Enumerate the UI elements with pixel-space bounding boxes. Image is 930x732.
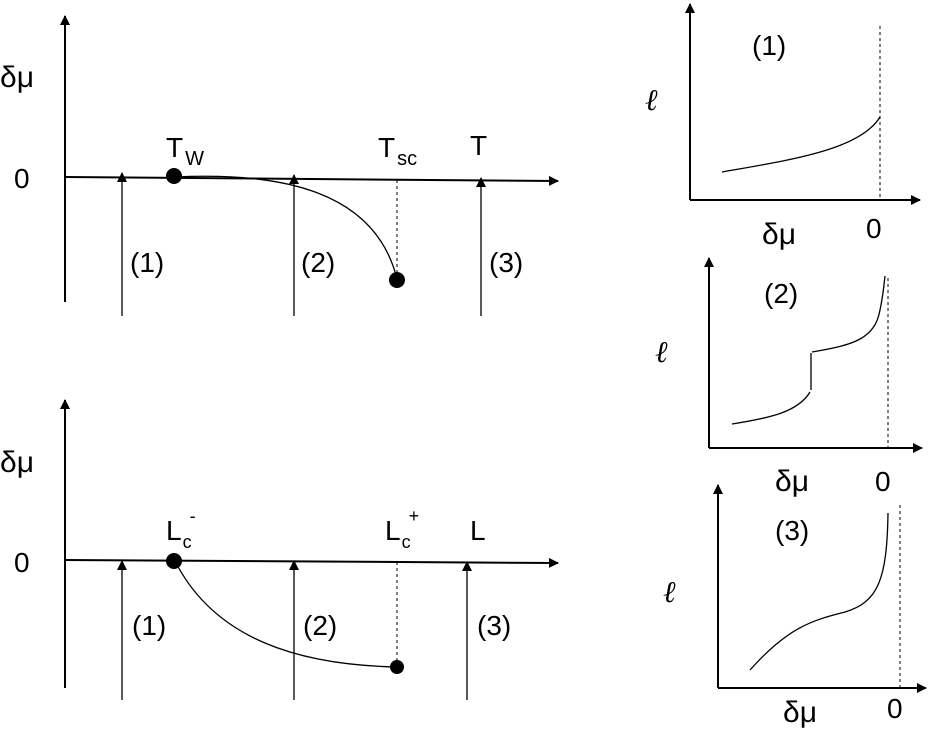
inset-1: (1) ℓ δμ 0 — [645, 3, 921, 251]
bottom-point-right-label: Lc+ — [385, 506, 419, 552]
inset-3: (3) ℓ δμ 0 — [663, 484, 927, 729]
inset-3-x-label: δμ — [783, 696, 817, 729]
top-zero-label: 0 — [14, 163, 30, 194]
inset-1-x-label: δμ — [762, 218, 796, 251]
inset-1-zero-label: 0 — [866, 213, 882, 244]
inset-3-curve — [749, 512, 889, 671]
inset-2-x-label: δμ — [775, 465, 809, 498]
bottom-diagram: δμ 0 L Lc- Lc+ (1) (2) (3) — [0, 399, 559, 700]
bottom-point-left-label: Lc- — [166, 506, 196, 552]
bottom-arrow-label-3: (3) — [477, 610, 511, 641]
inset-3-y-label: ℓ — [663, 575, 676, 610]
top-arrow-label-2: (2) — [301, 247, 335, 278]
inset-1-y-label: ℓ — [645, 83, 658, 118]
inset-3-title: (3) — [775, 515, 809, 546]
inset-3-zero-label: 0 — [887, 693, 903, 724]
bottom-transition-curve — [174, 560, 398, 668]
bottom-point-right — [390, 660, 404, 674]
inset-2-title: (2) — [764, 278, 798, 309]
bottom-x-axis-label: L — [470, 515, 486, 546]
inset-2: (2) ℓ δμ 0 — [655, 257, 923, 498]
top-x-axis — [64, 175, 559, 186]
bottom-y-axis-label: δμ — [0, 446, 34, 479]
top-point-left — [166, 168, 182, 184]
bottom-point-left — [166, 553, 182, 569]
bottom-zero-label: 0 — [14, 547, 30, 578]
top-point-right — [389, 272, 405, 288]
top-arrow-label-3: (3) — [489, 247, 523, 278]
inset-2-curve-lower — [731, 391, 811, 425]
top-y-axis-label: δμ — [0, 61, 34, 94]
top-x-axis-label: T — [470, 130, 487, 161]
inset-1-curve — [721, 116, 881, 173]
inset-2-zero-label: 0 — [875, 466, 891, 497]
inset-2-y-label: ℓ — [655, 335, 668, 370]
bottom-arrow-label-2: (2) — [303, 610, 337, 641]
bottom-x-axis — [64, 557, 559, 568]
inset-2-curve-upper — [811, 275, 886, 353]
bottom-arrow-label-1: (1) — [132, 610, 166, 641]
inset-1-title: (1) — [752, 30, 786, 61]
top-arrow-label-1: (1) — [130, 247, 164, 278]
top-transition-curve — [174, 175, 398, 280]
